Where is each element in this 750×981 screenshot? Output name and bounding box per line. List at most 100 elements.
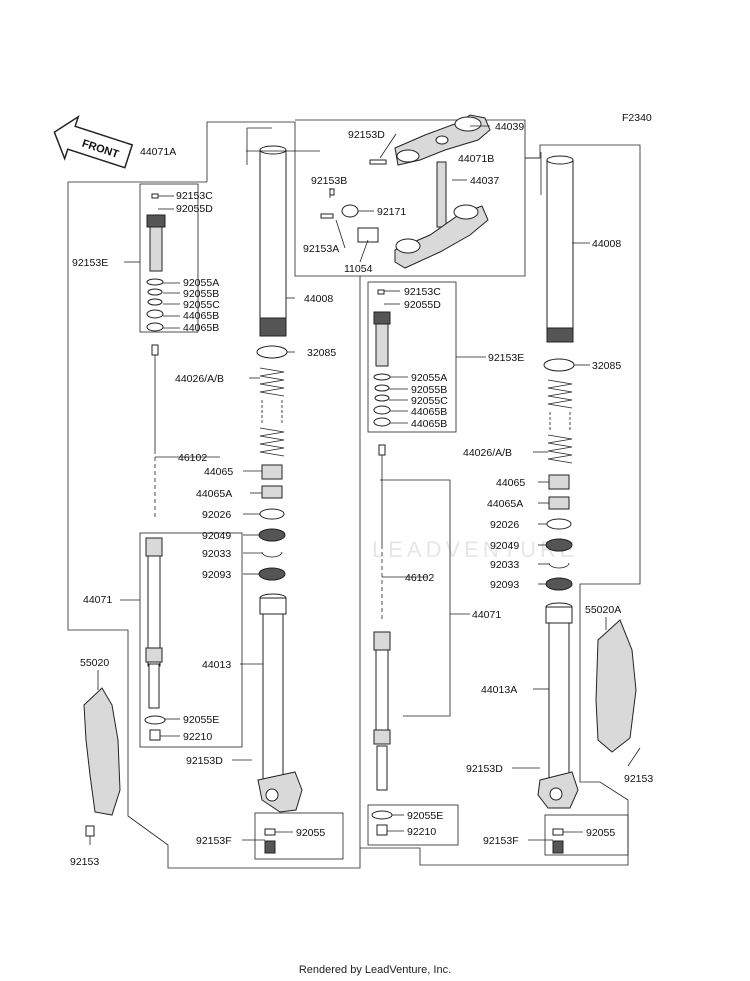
label-46102-right: 46102 xyxy=(405,572,434,584)
label-92055A-left: 92055A xyxy=(183,277,219,289)
triple-clamp-frame xyxy=(295,119,526,277)
label-92153A: 92153A xyxy=(303,243,339,255)
figure-code: F2340 xyxy=(622,112,652,124)
right-spacer-44065A xyxy=(548,496,570,510)
left-guard-bolt xyxy=(85,825,95,837)
right-cartridge-rod xyxy=(373,444,391,791)
label-44065-left: 44065 xyxy=(204,466,233,478)
right-fork-guard xyxy=(595,619,637,753)
label-32085-right: 32085 xyxy=(592,360,621,372)
label-44065B-left-1: 44065B xyxy=(183,310,219,322)
label-92055B-right: 92055B xyxy=(411,384,447,396)
label-55020: 55020 xyxy=(80,657,109,669)
label-92055D-right: 92055D xyxy=(404,299,441,311)
left-inner-tube xyxy=(257,593,303,813)
label-44039: 44039 xyxy=(495,121,524,133)
left-axle-bolt xyxy=(264,840,276,854)
label-11054: 11054 xyxy=(344,263,373,275)
right-washer-92026 xyxy=(546,518,572,530)
label-44065B-left-2: 44065B xyxy=(183,322,219,334)
right-spacer-44065 xyxy=(548,474,570,490)
left-dust-seal-92093 xyxy=(258,567,286,581)
left-damper-bolt xyxy=(146,193,166,332)
label-44071A: 44071A xyxy=(140,146,176,158)
label-92153-left: 92153 xyxy=(70,856,99,868)
label-92055C-left: 92055C xyxy=(183,299,220,311)
label-44037: 44037 xyxy=(470,175,499,187)
label-44065-right: 44065 xyxy=(496,477,525,489)
fork-parts-diagram: LEADVENTURE F2340 FRONT xyxy=(53,112,653,869)
left-outer-tube xyxy=(246,127,287,337)
label-44008-right: 44008 xyxy=(592,238,621,250)
right-clip-92033 xyxy=(548,562,570,569)
label-92153C-right: 92153C xyxy=(404,286,441,298)
label-55020A: 55020A xyxy=(585,604,621,616)
label-92153F-left: 92153F xyxy=(196,835,232,847)
label-92093-right: 92093 xyxy=(490,579,519,591)
label-92153E-left: 92153E xyxy=(72,257,108,269)
label-92055C-right: 92055C xyxy=(411,395,448,407)
label-92055-right: 92055 xyxy=(586,827,615,839)
label-92049-left: 92049 xyxy=(202,530,231,542)
label-92153E-right: 92153E xyxy=(488,352,524,364)
label-44071-right: 44071 xyxy=(472,609,501,621)
right-o-ring-32085 xyxy=(543,358,575,372)
label-92153B: 92153B xyxy=(311,175,347,187)
labels-top: 92153D 44039 44037 92153B 92171 92153A 1… xyxy=(303,121,524,275)
footer-credit: Rendered by LeadVenture, Inc. xyxy=(298,964,452,976)
label-92153D-top: 92153D xyxy=(348,129,385,141)
label-44013: 44013 xyxy=(202,659,231,671)
watermark-text: LEADVENTURE xyxy=(372,537,579,562)
left-washer-92055 xyxy=(264,828,276,836)
left-spacer-44065 xyxy=(261,464,283,480)
label-44026-left: 44026/A/B xyxy=(175,373,224,385)
left-plug-92210 xyxy=(149,729,161,741)
label-92153F-right: 92153F xyxy=(483,835,519,847)
label-92026-right: 92026 xyxy=(490,519,519,531)
label-92055D-left: 92055D xyxy=(176,203,213,215)
steering-stem xyxy=(320,161,489,269)
label-32085-left: 32085 xyxy=(307,347,336,359)
right-o-ring-92055E xyxy=(371,810,393,820)
label-92055E-right: 92055E xyxy=(407,810,443,822)
front-arrow-icon: FRONT xyxy=(53,115,134,169)
label-92055E-left: 92055E xyxy=(183,714,219,726)
left-clip-92033 xyxy=(261,551,283,558)
left-fork-guard xyxy=(83,687,121,816)
label-44065A-left: 44065A xyxy=(196,488,232,500)
right-inner-tube xyxy=(537,602,579,809)
label-92055-left: 92055 xyxy=(296,827,325,839)
label-92210-right: 92210 xyxy=(407,826,436,838)
left-spacer-44065A xyxy=(261,485,283,499)
label-92153C-left: 92153C xyxy=(176,190,213,202)
label-92026-left: 92026 xyxy=(202,509,231,521)
left-assembly-frame xyxy=(67,121,361,869)
right-outer-tube xyxy=(540,152,574,343)
label-44065A-right: 44065A xyxy=(487,498,523,510)
label-44065B-right-2: 44065B xyxy=(411,418,447,430)
left-o-ring-32085 xyxy=(256,345,288,359)
left-washer-92026 xyxy=(259,508,285,520)
left-cartridge-rod xyxy=(145,344,163,709)
left-seal-92049 xyxy=(258,528,286,542)
label-92033-left: 92033 xyxy=(202,548,231,560)
left-fork-spring xyxy=(259,367,285,457)
left-o-ring-92055E xyxy=(144,715,166,725)
label-44013A: 44013A xyxy=(481,684,517,696)
label-92033-right: 92033 xyxy=(490,559,519,571)
right-dust-seal-92093 xyxy=(545,577,573,591)
label-92055B-left: 92055B xyxy=(183,288,219,300)
labels-right: 92153C 92055D 92153E 92055A 92055B 92055… xyxy=(404,238,653,847)
right-seal-92049 xyxy=(545,538,573,552)
label-92153-right: 92153 xyxy=(624,773,653,785)
label-44008-left: 44008 xyxy=(304,293,333,305)
right-assembly-frame xyxy=(360,144,641,866)
leader-lines xyxy=(89,125,641,845)
right-fork-spring xyxy=(547,379,573,464)
label-44071B: 44071B xyxy=(458,153,494,165)
label-44065B-right-1: 44065B xyxy=(411,406,447,418)
right-plug-92210 xyxy=(376,824,388,836)
label-46102-left: 46102 xyxy=(178,452,207,464)
label-44026-right: 44026/A/B xyxy=(463,447,512,459)
label-92093-left: 92093 xyxy=(202,569,231,581)
